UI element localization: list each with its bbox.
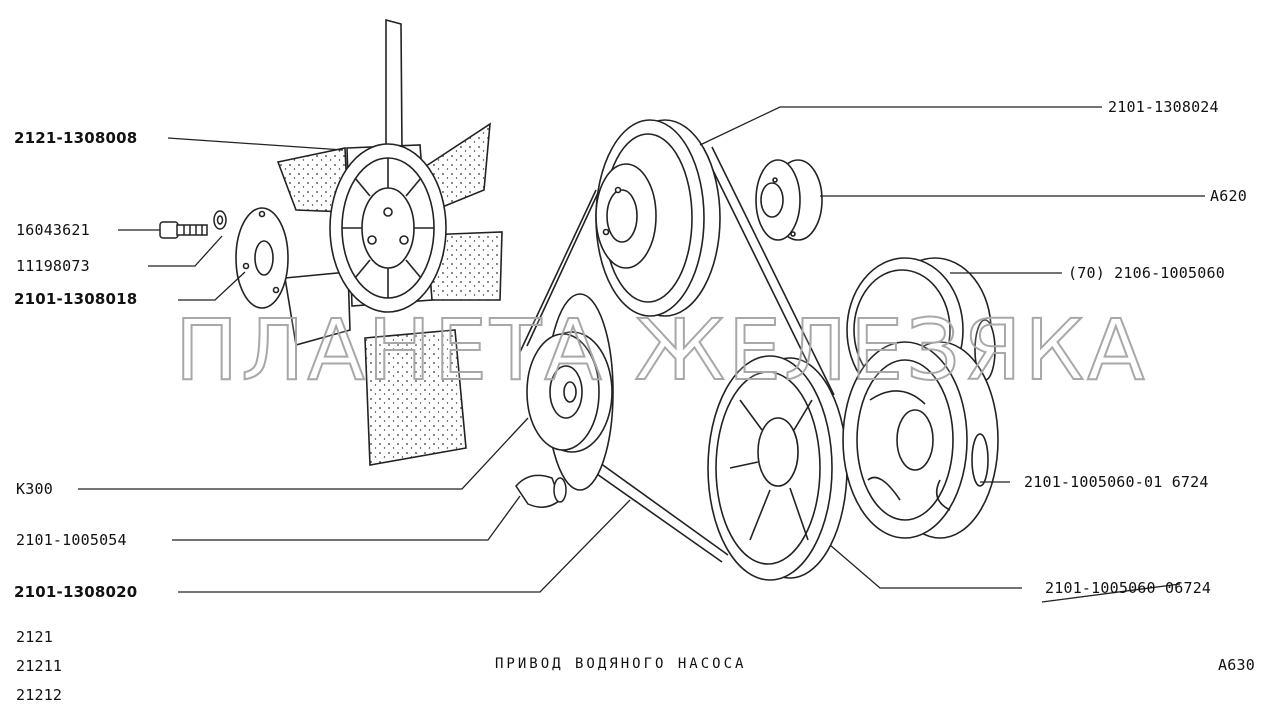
label-crank-pulley-70: (70) 2106-1005060 xyxy=(1068,264,1225,282)
hub-a620-drawing xyxy=(755,159,823,241)
label-fan-spacer: 2101-1308018 xyxy=(14,290,138,308)
pump-pulley-drawing xyxy=(595,119,721,317)
model-code-3: 21212 xyxy=(16,686,63,704)
model-code-2: 21211 xyxy=(16,657,63,675)
label-bolt: 16043621 xyxy=(16,221,90,239)
bolt-drawing xyxy=(159,221,208,239)
watermark: ПЛАНЕТА ЖЕЛЕЗЯКА xyxy=(174,301,1148,399)
diagram-caption: ПРИВОД ВОДЯНОГО НАСОСА xyxy=(495,656,747,672)
fan-pulley-drawing xyxy=(526,293,614,491)
crank-pulley-drawing xyxy=(707,355,848,581)
sprocket-drawing xyxy=(515,474,567,508)
crank-pulley-01-drawing xyxy=(842,341,999,539)
label-crank-pulley-01: 2101-1005060-01 6724 xyxy=(1024,473,1209,491)
label-pump-pulley: 2101-1308024 xyxy=(1108,98,1219,116)
label-a620: A620 xyxy=(1210,187,1247,205)
leader-lines xyxy=(78,106,1205,603)
label-sprocket: 2101-1005054 xyxy=(16,531,127,549)
model-code-1: 2121 xyxy=(16,628,53,646)
label-k300: K300 xyxy=(16,480,53,498)
washer-drawing xyxy=(213,210,227,230)
fan-drawing xyxy=(276,18,503,466)
page-code: A630 xyxy=(1218,656,1255,674)
label-belt: 2101-1308020 xyxy=(14,583,138,601)
label-fan: 2121-1308008 xyxy=(14,129,138,147)
label-crank-pulley-struck: 2101-1005060 06724 xyxy=(1045,579,1212,597)
spacer-drawing xyxy=(235,207,289,309)
label-washer: 11198073 xyxy=(16,257,90,275)
